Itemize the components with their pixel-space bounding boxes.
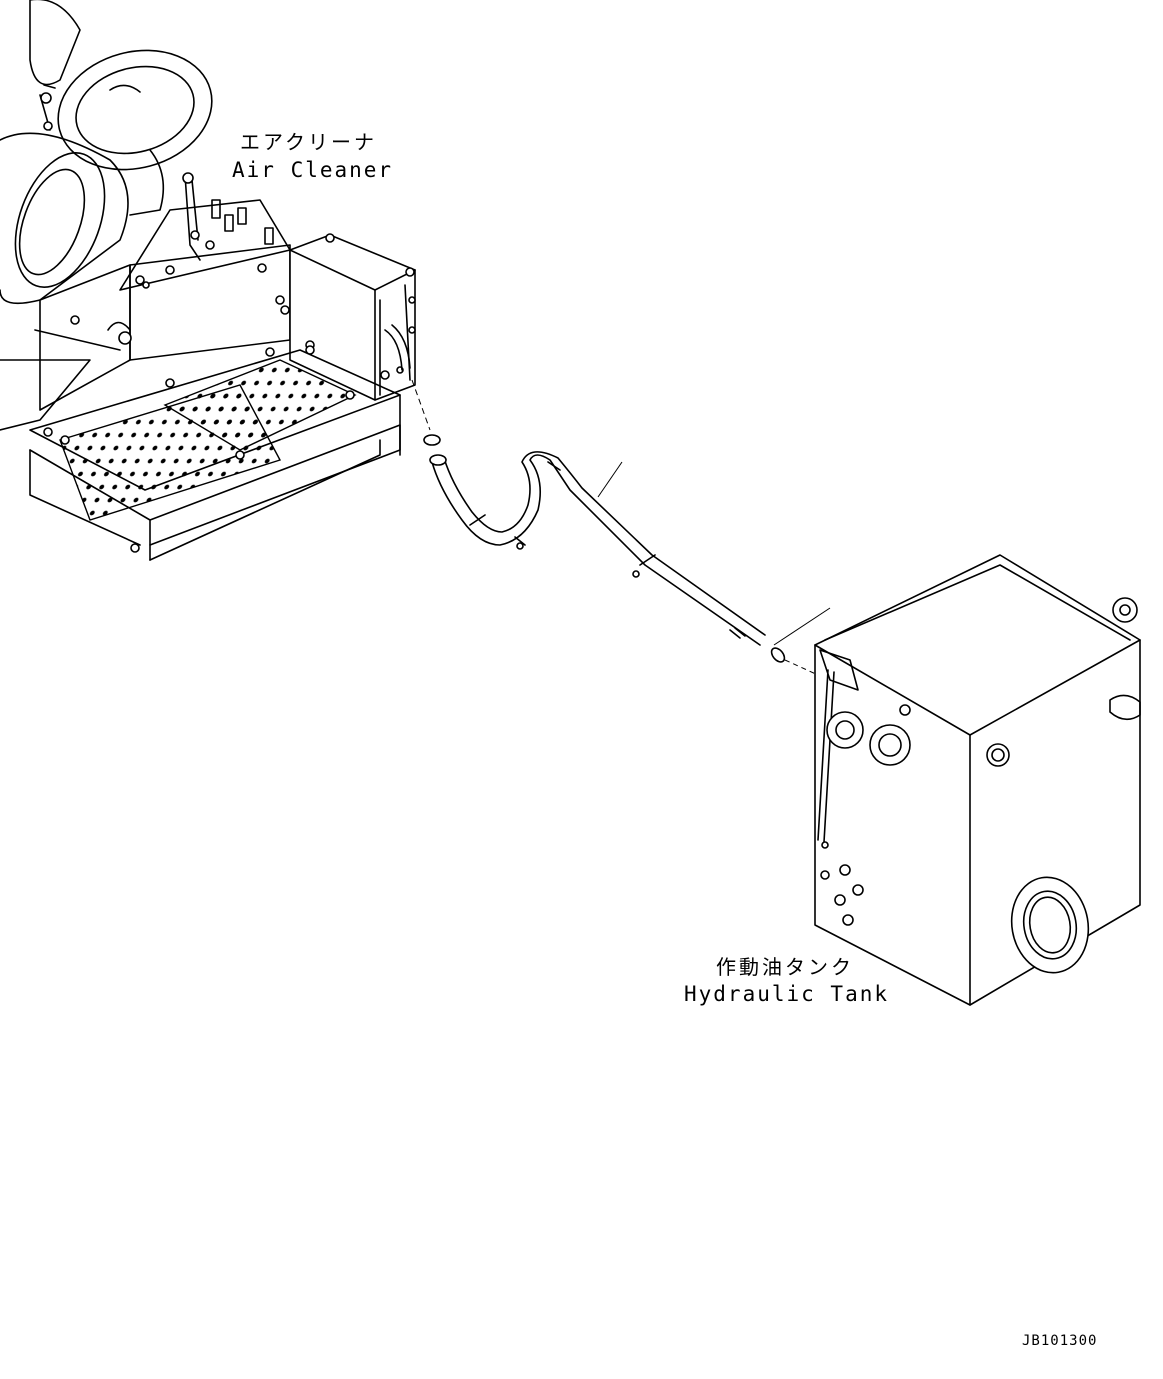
drawing-reference-code: JB101300 <box>1022 1333 1098 1349</box>
hydraulic-tank <box>814 554 1141 1006</box>
fitting-oring <box>423 434 441 446</box>
hydraulic-tank-label-en: Hydraulic Tank <box>684 982 890 1006</box>
step-platform <box>29 345 401 561</box>
air-cleaner-label-en: Air Cleaner <box>232 158 394 182</box>
hydraulic-tank-label-jp: 作動油タンク <box>716 955 854 979</box>
hose-assembly <box>411 379 831 676</box>
air-cleaner-assembly <box>0 0 291 431</box>
air-cleaner-label-jp: エアクリーナ <box>240 130 377 154</box>
